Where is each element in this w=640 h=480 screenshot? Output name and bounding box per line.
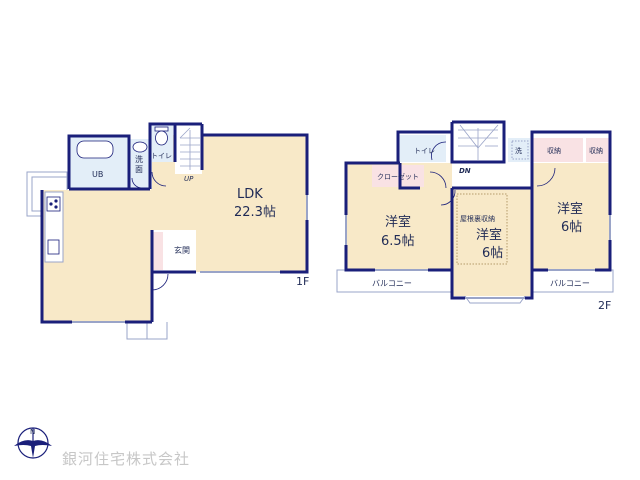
basin-icon [132, 141, 148, 153]
ub-label: UB [92, 170, 103, 179]
washroom [130, 139, 152, 189]
stairs-1f [175, 124, 202, 174]
stove-icon [46, 196, 61, 212]
genkan-label: 玄関 [174, 245, 190, 255]
room-right-size: 6帖 [561, 220, 582, 235]
room-left-name: 洋室 [385, 214, 411, 230]
attic-storage [456, 193, 508, 265]
sink-icon [47, 239, 60, 255]
balcony-left-label: バルコニー [372, 279, 412, 288]
storage-2 [586, 138, 610, 162]
floor-2-label: 2F [598, 299, 611, 312]
compass-icon: N [14, 427, 52, 459]
compass-north: N [30, 428, 35, 436]
ldk-size: 22.3帖 [234, 205, 276, 220]
room-right [532, 163, 610, 270]
toilet-icon [155, 130, 168, 146]
wash-2f [508, 138, 530, 162]
senmen-label-2: 面 [135, 165, 143, 174]
closet [372, 165, 424, 187]
senmen-label-1: 洗 [135, 154, 143, 164]
floor-1-label: 1F [296, 275, 309, 288]
bathtub-icon [76, 140, 114, 159]
attic-label: 屋根裏収納 [460, 214, 495, 223]
storage-1 [533, 138, 583, 162]
toilet-1f-label: トイレ [151, 152, 172, 160]
wash-label: 洗 [515, 146, 522, 155]
storage-2-label: 収納 [589, 146, 603, 155]
room-left-size: 6.5帖 [381, 234, 415, 249]
toilet-2f-label: トイレ [414, 147, 435, 155]
storage-1-label: 収納 [547, 146, 561, 155]
floor-1: LDK 22.3帖 UB 洗 面 トイレ UP 玄関 1F [26, 122, 309, 340]
room-center [452, 188, 532, 296]
balcony-right-label: バルコニー [550, 279, 590, 288]
ldk-label: LDK [237, 187, 263, 202]
room-right-name: 洋室 [557, 201, 583, 217]
company-name: 銀河住宅株式会社 [62, 450, 191, 468]
closet-label: クローゼット [377, 172, 419, 181]
room-center-size: 6帖 [482, 246, 503, 261]
room-center-name: 洋室 [476, 227, 502, 243]
stairs-up-label: UP [184, 175, 194, 183]
floor-2: トイレ DN 洗 クローゼット 収納 収納 洋室 6.5帖 屋根裏収納 洋室 6… [336, 120, 614, 312]
stairs-dn-label: DN [459, 167, 471, 175]
toilet-2f [398, 135, 446, 162]
